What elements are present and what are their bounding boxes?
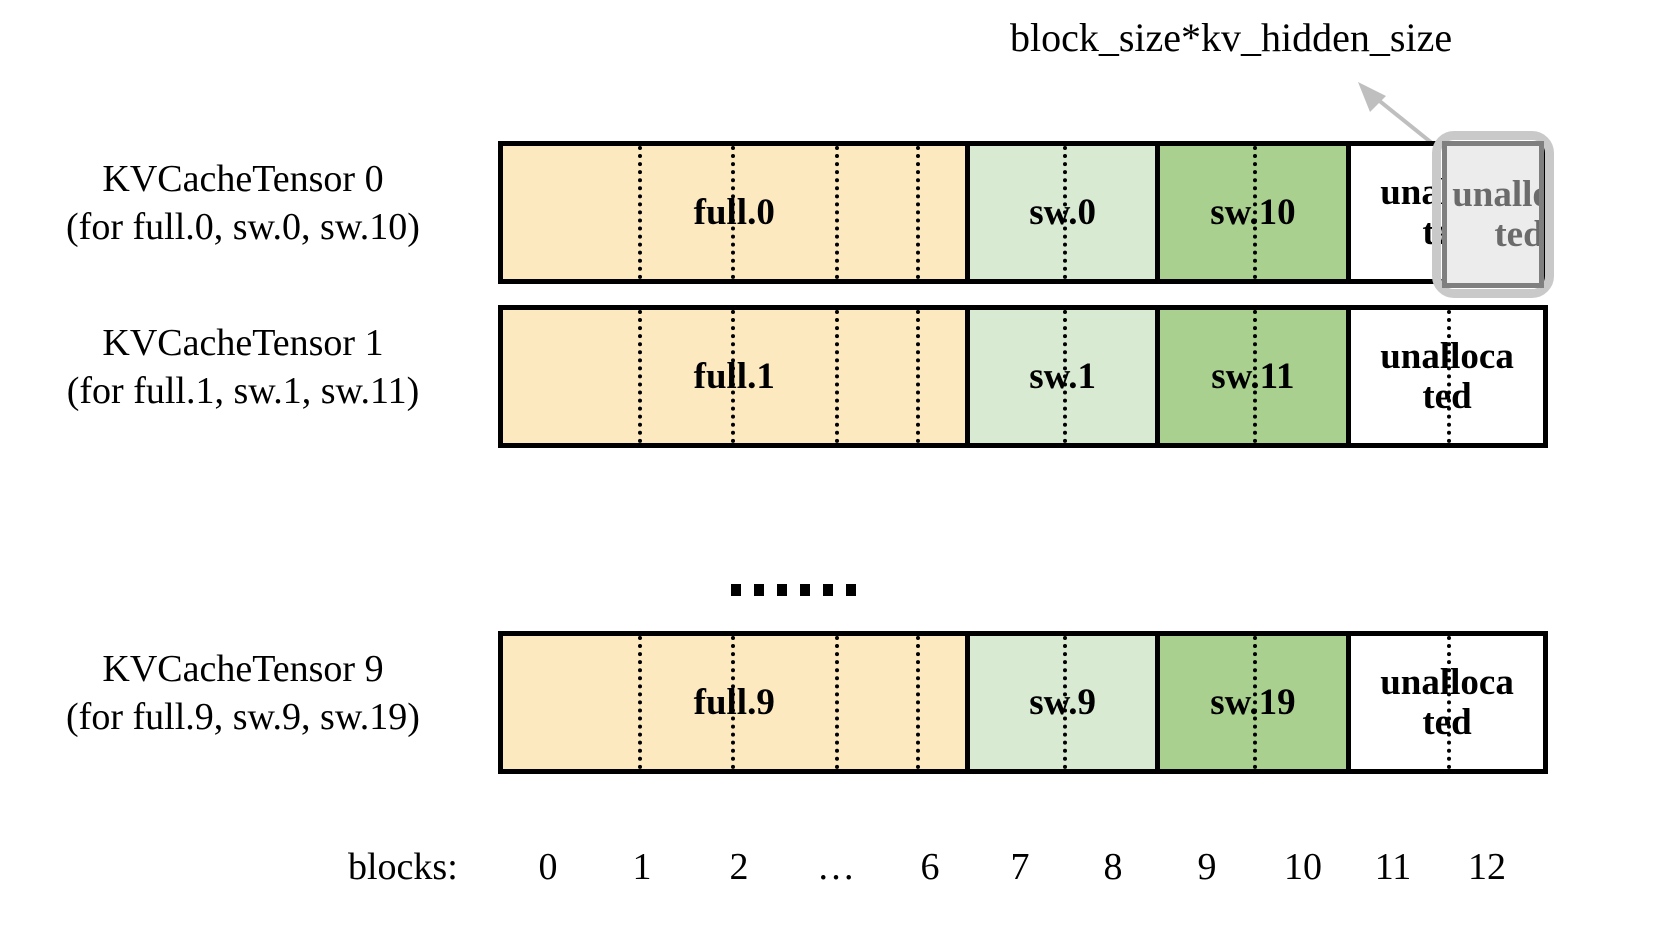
rows-continue-ellipsis bbox=[731, 584, 856, 596]
sw-second-segment[interactable]: sw.19 bbox=[1159, 636, 1352, 769]
row-label-line1: KVCacheTensor 1 bbox=[102, 322, 384, 364]
full-segment[interactable]: full.9 bbox=[503, 636, 971, 769]
axis-tick-1: 1 bbox=[632, 846, 652, 888]
block-size-highlight-box[interactable] bbox=[1432, 131, 1554, 298]
callout-label: block_size*kv_hidden_size bbox=[1010, 15, 1453, 60]
axis-tick-…: … bbox=[817, 846, 855, 888]
segment-label: full.9 bbox=[693, 681, 775, 723]
segment-label: sw.19 bbox=[1210, 681, 1296, 723]
sw-segment[interactable]: sw.0 bbox=[970, 146, 1160, 279]
segment-label: sw.1 bbox=[1029, 355, 1097, 397]
row-label-line2: (for full.9, sw.9, sw.19) bbox=[66, 695, 420, 738]
axis-title: blocks: bbox=[348, 846, 458, 888]
axis-tick-11: 11 bbox=[1374, 846, 1412, 888]
full-segment[interactable]: full.0 bbox=[503, 146, 971, 279]
sw-segment[interactable]: sw.1 bbox=[970, 310, 1160, 443]
full-segment[interactable]: full.1 bbox=[503, 310, 971, 443]
sw-second-segment[interactable]: sw.10 bbox=[1159, 146, 1352, 279]
row-label-tensor-9: KVCacheTensor 9 (for full.9, sw.9, sw.19… bbox=[0, 646, 486, 741]
row-label-line2: (for full.1, sw.1, sw.11) bbox=[66, 369, 420, 412]
segment-label: sw.0 bbox=[1029, 191, 1097, 233]
axis-tick-7: 7 bbox=[1010, 846, 1030, 888]
axis-tick-2: 2 bbox=[729, 846, 749, 888]
axis-tick-8: 8 bbox=[1103, 846, 1123, 888]
segment-label: full.1 bbox=[693, 355, 775, 397]
axis-tick-0: 0 bbox=[538, 846, 558, 888]
segment-label: full.0 bbox=[693, 191, 775, 233]
axis-tick-9: 9 bbox=[1197, 846, 1217, 888]
segment-label: sw.9 bbox=[1029, 681, 1097, 723]
segment-label: sw.10 bbox=[1210, 191, 1296, 233]
row-label-line2: (for full.0, sw.0, sw.10) bbox=[66, 205, 420, 248]
sw-segment[interactable]: sw.9 bbox=[970, 636, 1160, 769]
row-label-tensor-1: KVCacheTensor 1 (for full.1, sw.1, sw.11… bbox=[0, 320, 486, 415]
segment-label: sw.11 bbox=[1211, 355, 1295, 397]
row-label-line1: KVCacheTensor 0 bbox=[102, 158, 384, 200]
row-label-line1: KVCacheTensor 9 bbox=[102, 648, 384, 690]
axis-tick-6: 6 bbox=[920, 846, 940, 888]
axis-tick-10: 10 bbox=[1284, 846, 1322, 888]
row-label-tensor-0: KVCacheTensor 0 (for full.0, sw.0, sw.10… bbox=[0, 156, 486, 251]
sw-second-segment[interactable]: sw.11 bbox=[1159, 310, 1352, 443]
axis-tick-12: 12 bbox=[1468, 846, 1506, 888]
